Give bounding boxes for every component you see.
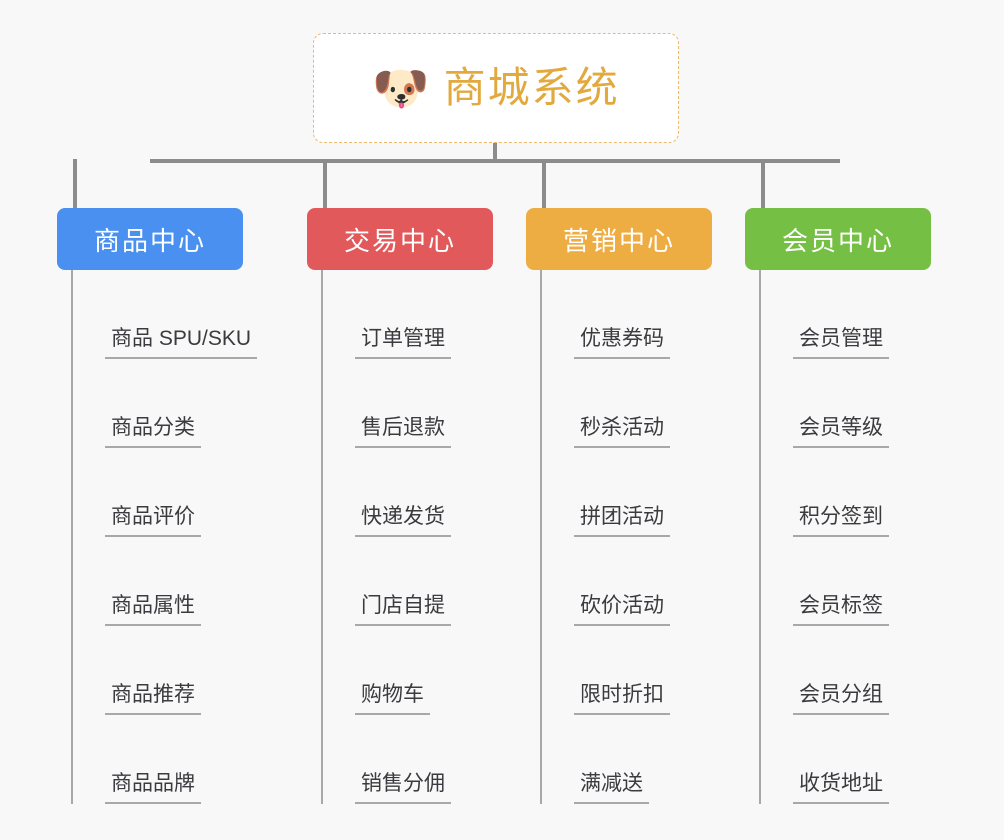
list-item[interactable]: 会员等级 [761,359,931,448]
list-item[interactable]: 限时折扣 [542,626,712,715]
column-member-center: 会员中心会员管理会员等级积分签到会员标签会员分组收货地址 [745,208,931,804]
list-item-label: 商品属性 [105,593,201,626]
list-item-label: 购物车 [355,682,430,715]
list-item[interactable]: 满减送 [542,715,712,804]
list-item[interactable]: 商品 SPU/SKU [73,270,258,359]
list-item[interactable]: 商品推荐 [73,626,243,715]
connector-drop-trade-center [323,159,327,208]
list-item[interactable]: 快递发货 [323,448,493,537]
category-card-product-center[interactable]: 商品中心 [57,208,243,270]
list-item[interactable]: 销售分佣 [323,715,493,804]
list-item-label: 订单管理 [355,326,451,359]
list-item-label: 商品推荐 [105,682,201,715]
category-card-member-center[interactable]: 会员中心 [745,208,931,270]
list-item-label: 商品评价 [105,504,201,537]
category-card-marketing-center[interactable]: 营销中心 [526,208,712,270]
list-item-label: 拼团活动 [574,504,670,537]
list-item[interactable]: 拼团活动 [542,448,712,537]
list-item-label: 快递发货 [355,504,451,537]
column-marketing-center: 营销中心优惠券码秒杀活动拼团活动砍价活动限时折扣满减送 [526,208,712,804]
list-item[interactable]: 积分签到 [761,448,931,537]
list-item-label: 门店自提 [355,593,451,626]
connector-drop-product-center [73,159,77,208]
list-item[interactable]: 购物车 [323,626,493,715]
list-item[interactable]: 售后退款 [323,359,493,448]
list-item[interactable]: 门店自提 [323,537,493,626]
list-item[interactable]: 商品评价 [73,448,243,537]
list-item[interactable]: 会员管理 [761,270,931,359]
list-item-label: 满减送 [574,771,649,804]
list-item-label: 会员管理 [793,326,889,359]
list-item-label: 商品品牌 [105,771,201,804]
root-title: 商城系统 [443,64,620,111]
list-item-label: 收货地址 [793,771,889,804]
connector-horizontal-bar [150,159,840,163]
connector-root-stem [493,143,497,163]
column-trade-center: 交易中心订单管理售后退款快递发货门店自提购物车销售分佣 [307,208,493,804]
list-item-label: 销售分佣 [355,771,451,804]
list-item-label: 售后退款 [355,415,451,448]
list-item-label: 积分签到 [793,504,889,537]
item-list-trade-center: 订单管理售后退款快递发货门店自提购物车销售分佣 [321,270,493,804]
list-item[interactable]: 会员分组 [761,626,931,715]
list-item[interactable]: 订单管理 [323,270,493,359]
category-label: 营销中心 [562,225,675,256]
item-list-product-center: 商品 SPU/SKU 商品分类商品评价商品属性商品推荐商品品牌 [71,270,258,804]
list-item-label: 秒杀活动 [574,415,670,448]
list-item[interactable]: 商品分类 [73,359,243,448]
root-node[interactable]: 🐶 商城系统 [313,33,679,143]
category-card-trade-center[interactable]: 交易中心 [307,208,493,270]
list-item-label: 会员分组 [793,682,889,715]
connector-drop-member-center [761,159,765,208]
list-item[interactable]: 砍价活动 [542,537,712,626]
column-product-center: 商品中心商品 SPU/SKU 商品分类商品评价商品属性商品推荐商品品牌 [57,208,258,804]
item-list-member-center: 会员管理会员等级积分签到会员标签会员分组收货地址 [759,270,931,804]
list-item[interactable]: 商品品牌 [73,715,243,804]
list-item[interactable]: 秒杀活动 [542,359,712,448]
list-item-label: 限时折扣 [574,682,670,715]
list-item-label: 会员等级 [793,415,889,448]
list-item-label: 砍价活动 [574,593,670,626]
list-item-label: 商品分类 [105,415,201,448]
list-item-label: 商品 SPU/SKU [105,326,258,359]
category-label: 交易中心 [343,225,456,256]
list-item[interactable]: 会员标签 [761,537,931,626]
category-label: 会员中心 [781,225,894,256]
dog-face-icon: 🐶 [372,62,430,114]
list-item[interactable]: 收货地址 [761,715,931,804]
connector-drop-marketing-center [542,159,546,208]
list-item-label: 优惠券码 [574,326,670,359]
item-list-marketing-center: 优惠券码秒杀活动拼团活动砍价活动限时折扣满减送 [540,270,712,804]
list-item[interactable]: 商品属性 [73,537,243,626]
list-item-label: 会员标签 [793,593,889,626]
list-item[interactable]: 优惠券码 [542,270,712,359]
category-label: 商品中心 [93,225,206,256]
